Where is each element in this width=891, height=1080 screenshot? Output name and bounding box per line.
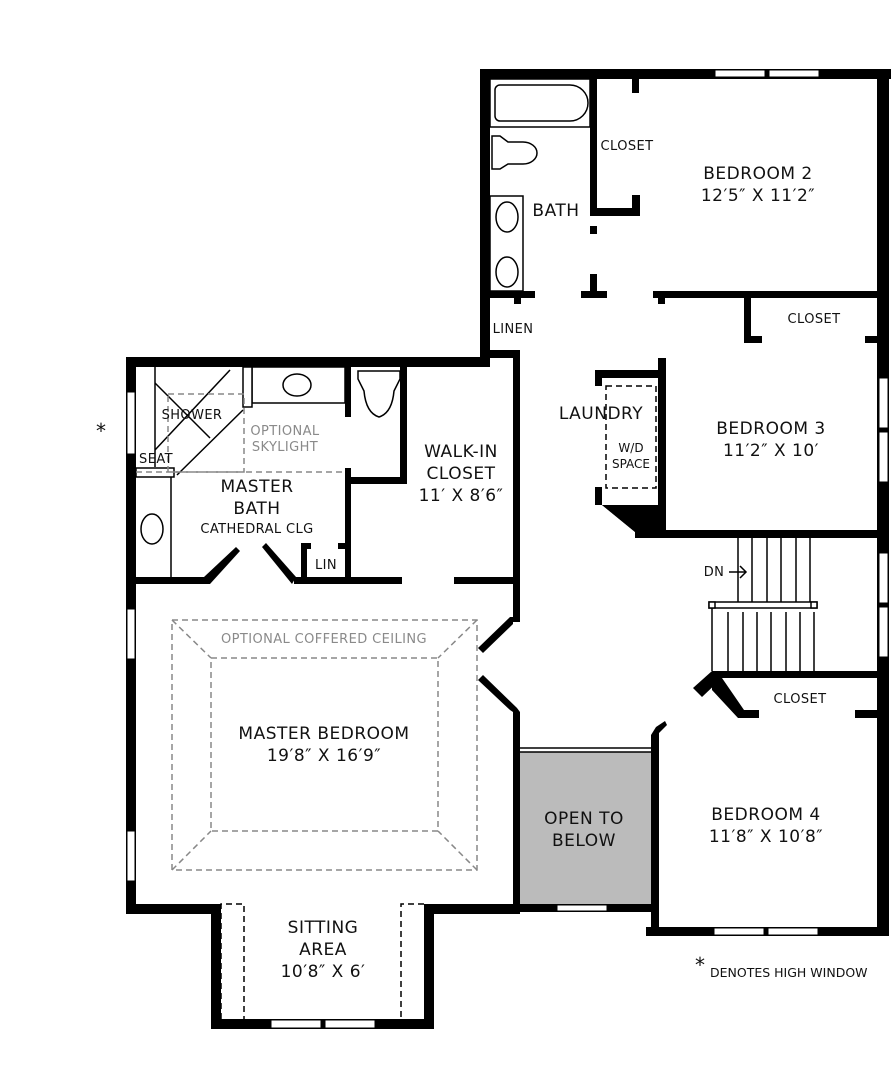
windows <box>126 69 889 1029</box>
walk-in-closet-line1: WALK-IN <box>424 442 498 462</box>
closet-b4-label: CLOSET <box>774 692 827 707</box>
walk-in-closet-size: 11′ X 8′6″ <box>419 486 504 506</box>
legend-text: DENOTES HIGH WINDOW <box>710 965 868 980</box>
bedroom2-name: BEDROOM 2 <box>703 164 812 184</box>
optional-features <box>136 385 657 1019</box>
laundry-label: LAUNDRY <box>559 404 643 424</box>
room-labels: BEDROOM 2 12′5″ X 11′2″ CLOSET BATH LINE… <box>96 139 868 982</box>
legend-asterisk: * <box>695 953 705 977</box>
linen-label: LINEN <box>493 322 534 337</box>
bedroom3-size: 11′2″ X 10′ <box>723 441 819 461</box>
open-to-below-line1: OPEN TO <box>544 809 624 829</box>
wd-line1: W/D <box>618 441 643 455</box>
master-bath-line2: BATH <box>233 499 280 519</box>
sitting-area-line2: AREA <box>299 940 347 960</box>
skylight-line2: SKYLIGHT <box>252 440 318 455</box>
sitting-area-line1: SITTING <box>288 918 359 938</box>
master-bedroom-size: 19′8″ X 16′9″ <box>267 746 381 766</box>
bedroom3-name: BEDROOM 3 <box>716 419 825 439</box>
sitting-area-size: 10′8″ X 6′ <box>281 962 366 982</box>
staircase <box>708 538 818 671</box>
lin-label: LIN <box>315 558 337 573</box>
bath-label: BATH <box>532 201 579 221</box>
bedroom4-size: 11′8″ X 10′8″ <box>709 827 823 847</box>
seat-label: SEAT <box>139 452 173 467</box>
open-to-below-area <box>518 752 651 904</box>
walk-in-closet-line2: CLOSET <box>426 464 495 484</box>
master-bath-line1: MASTER <box>220 477 293 497</box>
open-to-below-line2: BELOW <box>552 831 616 851</box>
stairs-dn-label: DN <box>704 565 725 580</box>
bedroom2-size: 12′5″ X 11′2″ <box>701 186 815 206</box>
coffered-ceiling-label: OPTIONAL COFFERED CEILING <box>221 632 427 647</box>
high-window-asterisk: * <box>96 419 106 443</box>
high-window <box>126 391 136 455</box>
closet-b3-label: CLOSET <box>788 312 841 327</box>
master-bedroom-name: MASTER BEDROOM <box>238 724 409 744</box>
skylight-line1: OPTIONAL <box>250 424 319 439</box>
shower-label: SHOWER <box>162 408 223 423</box>
bedroom4-name: BEDROOM 4 <box>711 805 820 825</box>
closet-b2-label: CLOSET <box>601 139 654 154</box>
fixtures <box>135 78 591 577</box>
wd-line2: SPACE <box>612 457 650 471</box>
master-bath-note: CATHEDRAL CLG <box>200 522 313 537</box>
